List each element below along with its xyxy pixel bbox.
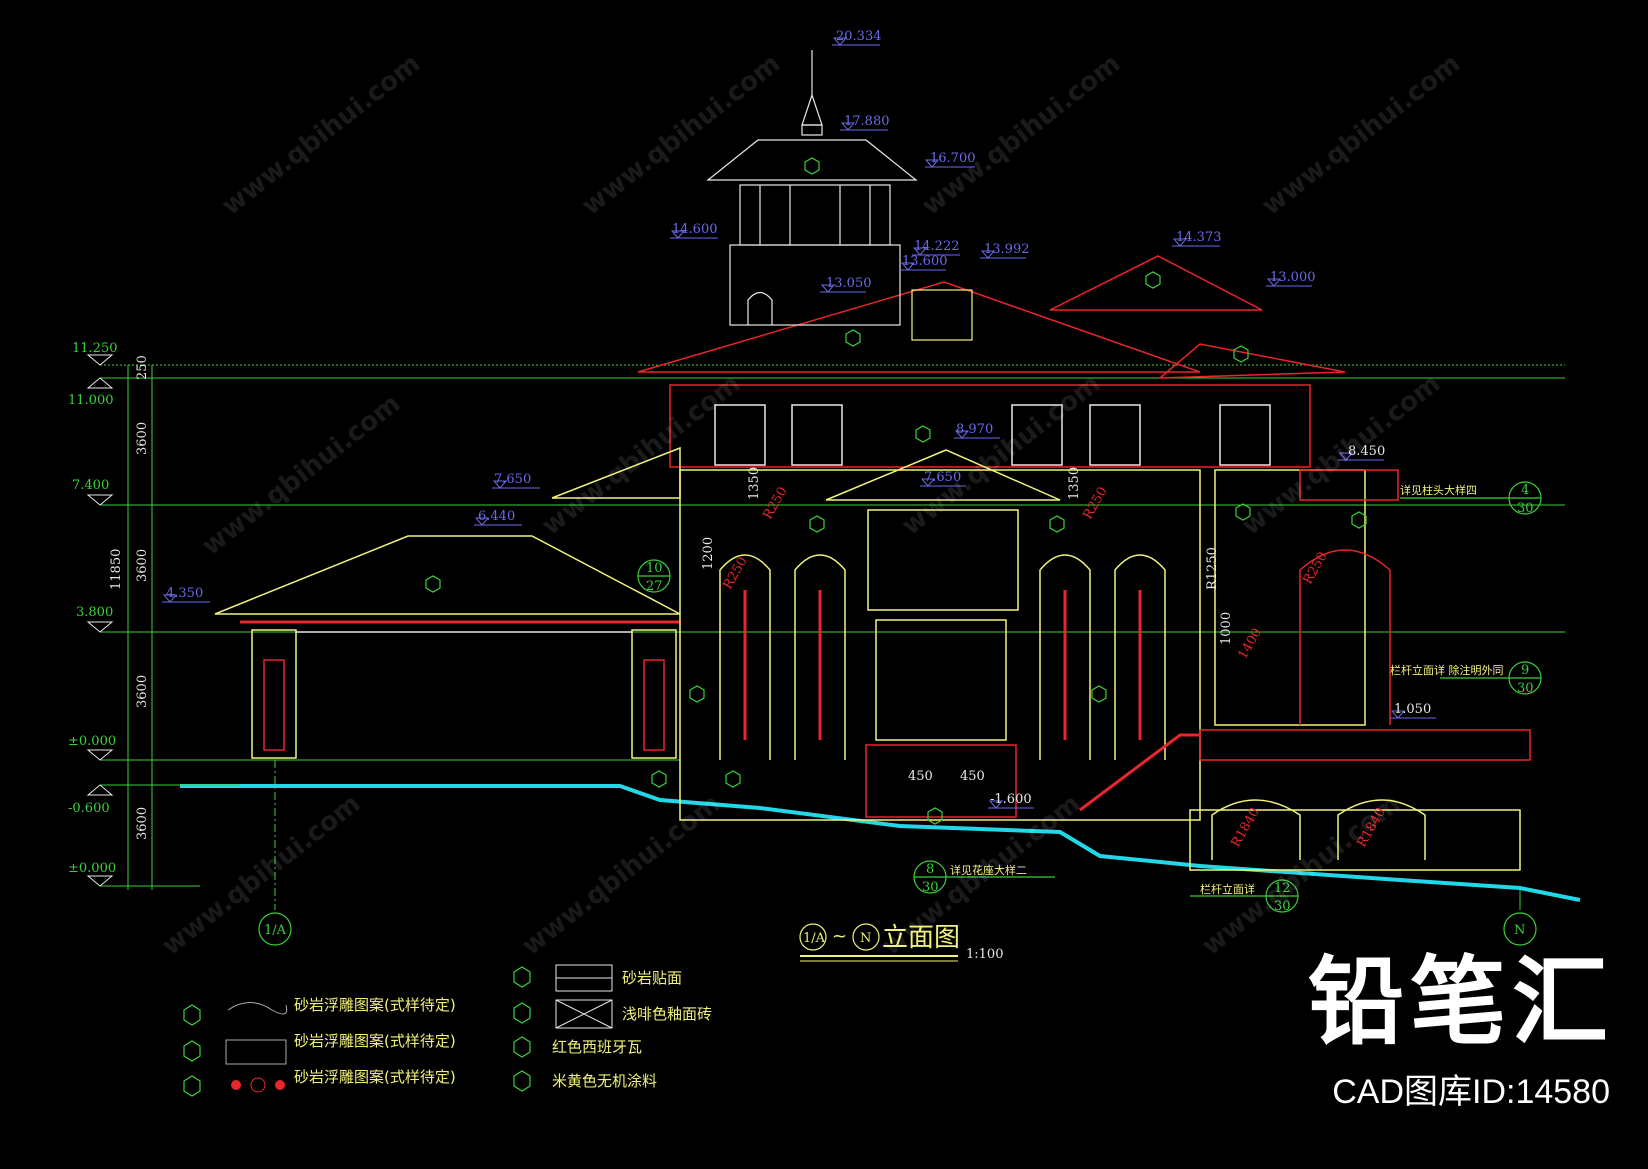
legend-label: 砂岩浮雕图案(式样待定): [294, 996, 456, 1014]
legend-label: 米黄色无机涂料: [552, 1072, 657, 1090]
callout-label: 详见柱头大样四: [1400, 483, 1477, 497]
drawing-title: 1/A ~ N 立面图 1:100: [799, 923, 1003, 962]
title-axis-from: 1/A: [803, 931, 826, 946]
detail-dim: 1200: [701, 537, 716, 570]
callout-12-30: [1190, 879, 1299, 913]
detail-dim: R250: [1080, 485, 1110, 522]
callout-4-30: [1400, 481, 1542, 515]
level-label: ±0.000: [68, 861, 116, 876]
level-label: 7.650: [494, 472, 531, 487]
level-label: 13.600: [902, 254, 948, 269]
callout-label: 详见花座大样二: [950, 863, 1027, 877]
dim-label: 250: [135, 355, 150, 380]
title-axis-to: N: [860, 931, 871, 946]
level-label: -1.600: [990, 792, 1032, 807]
detail-dim: 1000: [1219, 612, 1234, 645]
grid-axis-label: N: [1514, 923, 1525, 938]
level-label: 6.440: [478, 509, 515, 524]
detail-dim: R1250: [1205, 547, 1220, 590]
callout-num: 12: [1274, 881, 1291, 896]
level-label: 7.400: [72, 478, 109, 493]
level-label: ±0.000: [68, 734, 116, 749]
detail-dim: R250: [760, 485, 790, 522]
level-label: 8.970: [956, 422, 993, 437]
legend-label: 砂岩贴面: [622, 969, 682, 987]
level-label: 13.000: [1270, 270, 1316, 285]
material-markers: [425, 157, 1367, 825]
callout-sheet: 30: [1517, 681, 1534, 696]
detail-dim: 450: [908, 769, 933, 784]
grid-axis-label: 1/A: [264, 923, 287, 938]
callout-sheet: 30: [922, 880, 939, 895]
callout-num: 4: [1521, 483, 1529, 498]
level-label: 8.450: [1348, 444, 1385, 459]
level-label: -0.600: [68, 801, 110, 816]
dim-label: 3600: [135, 807, 150, 840]
callout-sheet: 27: [646, 579, 663, 594]
main-building: [551, 255, 1531, 871]
legend-label: 砂岩浮雕图案(式样待定): [294, 1068, 456, 1086]
callout-num: 10: [646, 561, 663, 576]
dim-label: 3600: [135, 422, 150, 455]
legend: [183, 964, 613, 1097]
dim-label: 3600: [135, 675, 150, 708]
detail-dim: 1350: [1067, 467, 1082, 500]
level-label: 4.350: [166, 586, 203, 601]
callout-num: 8: [926, 862, 934, 877]
callout-sheet: 30: [1274, 899, 1291, 914]
level-label: 17.880: [844, 114, 890, 129]
detail-dim: R250: [1300, 550, 1330, 587]
level-label: 13.050: [826, 276, 872, 291]
title-name: 立面图: [882, 923, 960, 953]
legend-label: 红色西班牙瓦: [552, 1038, 642, 1056]
title-tilde: ~: [832, 926, 847, 947]
callout-num: 9: [1521, 663, 1529, 678]
detail-dim: 450: [960, 769, 985, 784]
level-label: 1.050: [1394, 702, 1431, 717]
detail-dim: 1350: [747, 467, 762, 500]
level-label: 13.992: [984, 242, 1030, 257]
brand-logo: 铅笔汇: [1308, 946, 1614, 1058]
level-label: 14.600: [672, 222, 718, 237]
level-label: 11.000: [68, 393, 114, 408]
gallery-id: CAD图库ID:14580: [1332, 1073, 1610, 1111]
dim-label: 3600: [135, 549, 150, 582]
level-label: 20.334: [836, 29, 882, 44]
level-label: 14.373: [1176, 230, 1222, 245]
legend-label: 砂岩浮雕图案(式样待定): [294, 1032, 456, 1050]
callout-label: 栏杆立面详: [1200, 882, 1255, 896]
detail-dim: R1840: [1228, 805, 1262, 850]
callout-label: 栏杆立面详 除注明外同: [1390, 663, 1504, 677]
grid-axis-bubble-right: [1503, 912, 1537, 946]
level-label: 16.700: [930, 151, 976, 166]
detail-dim: R1840: [1354, 805, 1388, 850]
left-level-markers: [86, 354, 114, 887]
level-label: 3.800: [76, 605, 113, 620]
callout-sheet: 30: [1517, 501, 1534, 516]
detail-dim: 1400: [1235, 626, 1265, 662]
grid-axis-bubble-left: [258, 912, 292, 946]
title-scale: 1:100: [966, 947, 1003, 962]
callout-8-30: [913, 860, 1055, 894]
ground-line: [180, 784, 1581, 902]
level-label: 14.222: [914, 239, 960, 254]
garage-wing: [214, 535, 681, 759]
detail-dim: R250: [720, 555, 750, 592]
tower: [706, 50, 973, 341]
callout-10-27: [637, 559, 671, 593]
dim-label: 11850: [109, 549, 124, 590]
building-level-markers: [162, 37, 1436, 809]
level-label: 11.250: [72, 341, 118, 356]
callout-9-30: [1440, 661, 1542, 695]
level-label: 7.650: [924, 470, 961, 485]
legend-label: 浅啡色釉面砖: [622, 1005, 712, 1023]
